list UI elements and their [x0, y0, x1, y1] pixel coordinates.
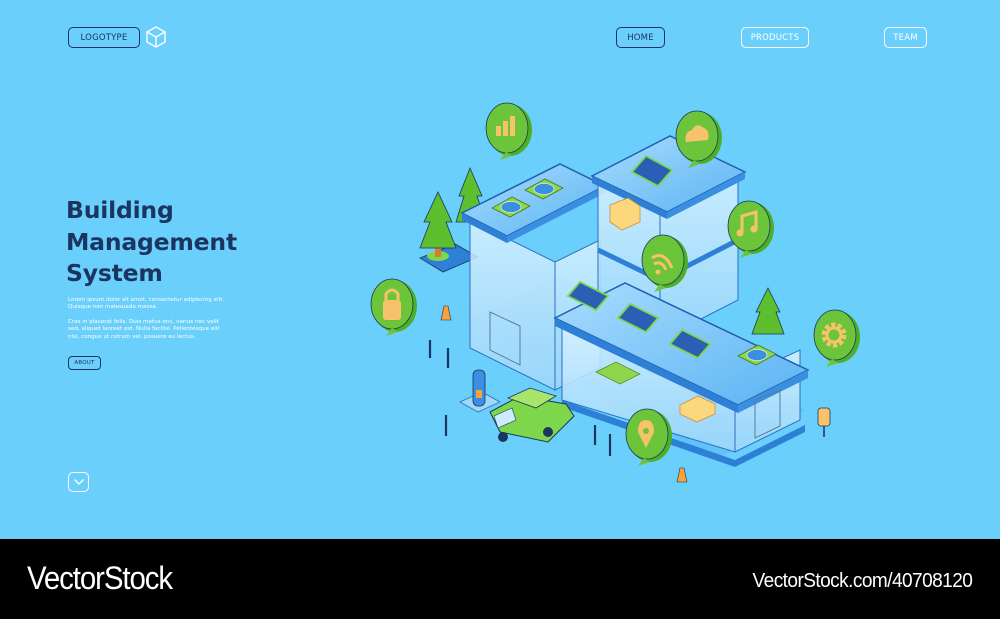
nav-products-label: PRODUCTS	[750, 32, 800, 43]
description-paragraph-2: Cras in placerat felis. Duis metus orci,…	[68, 319, 220, 340]
title-line-2: Management	[66, 227, 237, 256]
title-line-1: Building	[66, 196, 174, 224]
logotype-button[interactable]: LOGOTYPE	[68, 27, 140, 48]
logotype-label: LOGOTYPE	[80, 32, 128, 43]
bollard-icon	[428, 340, 612, 456]
page-title: Building Management System	[66, 195, 286, 290]
watermark-footer: VectorStock VectorStock.com/40708120	[0, 539, 1000, 619]
chevron-down-icon	[73, 479, 84, 485]
smart-building-illustration	[370, 102, 860, 483]
title-line-3: System	[66, 259, 163, 287]
traffic-cone-icon	[440, 305, 688, 483]
nav-team-label: TEAM	[893, 32, 918, 43]
location-pin-icon	[625, 408, 672, 466]
about-button[interactable]: ABOUT	[68, 356, 101, 370]
gear-icon	[813, 309, 860, 367]
tree-icon	[419, 166, 487, 273]
nav-home[interactable]: HOME	[616, 27, 665, 48]
scroll-down-button[interactable]	[68, 472, 89, 492]
lock-icon	[370, 278, 417, 336]
nav-products[interactable]: PRODUCTS	[741, 27, 809, 48]
nav-team[interactable]: TEAM	[884, 27, 927, 48]
nav-home-label: HOME	[627, 32, 654, 43]
electric-car-icon	[489, 387, 575, 443]
parking-meter-icon	[817, 407, 831, 437]
cube-icon	[146, 26, 166, 48]
cloud-icon	[675, 110, 722, 168]
watermark-brand: VectorStock	[27, 560, 173, 596]
music-note-icon	[727, 200, 774, 258]
about-label: ABOUT	[74, 360, 95, 366]
tree-icon	[751, 287, 785, 335]
watermark-url: VectorStock.com/40708120	[752, 569, 972, 592]
fan-icon	[491, 178, 777, 366]
hero-section: LOGOTYPE HOME PRODUCTS TEAM Building Man…	[0, 0, 1000, 539]
description-paragraph-1: Lorem ipsum dolor sit amet, consectetur …	[68, 297, 225, 311]
wifi-icon	[641, 234, 688, 292]
ev-charger-icon	[459, 369, 501, 413]
solar-panel-icon	[566, 154, 712, 360]
signal-bars-icon	[485, 102, 532, 160]
